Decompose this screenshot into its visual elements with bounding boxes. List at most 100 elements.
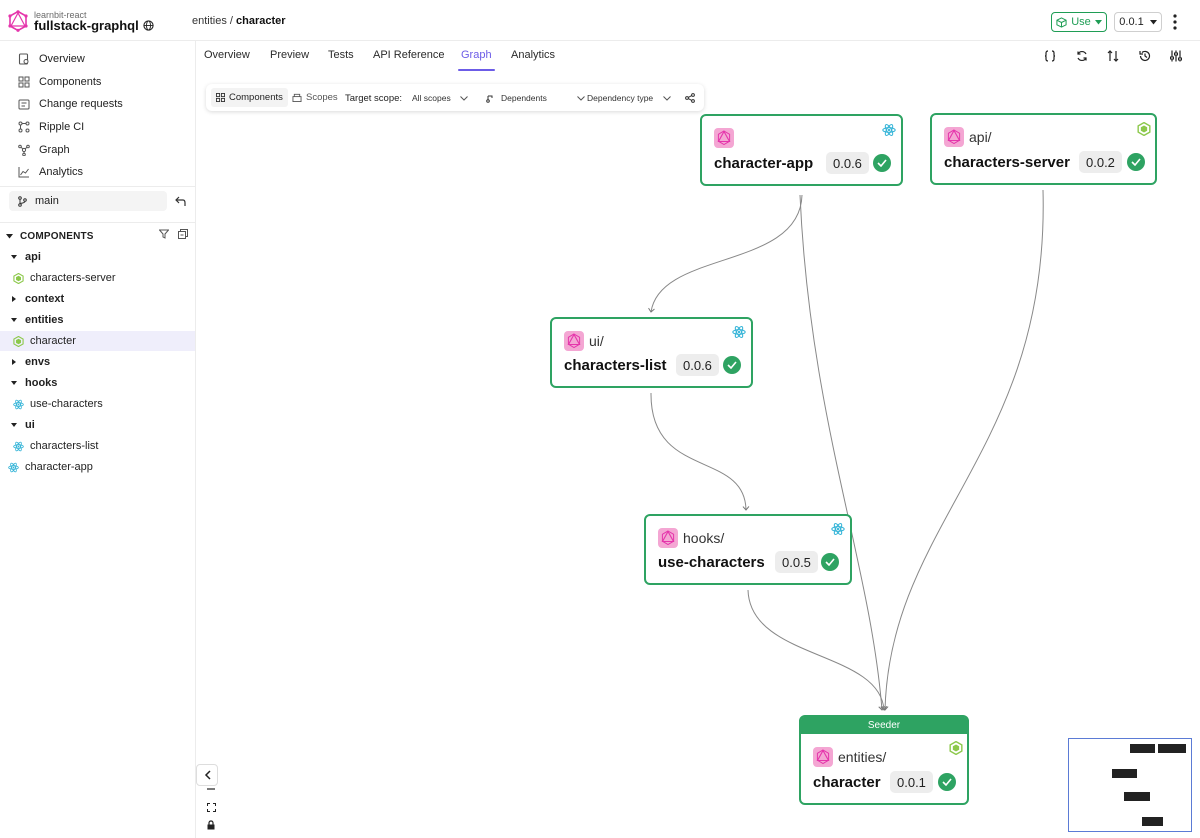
tree-folder-entities[interactable]: entities [0,310,195,330]
tree-folder-ui[interactable]: ui [0,415,195,435]
tree-item-character[interactable]: character [0,331,195,351]
tree-item-use-characters[interactable]: use-characters [0,394,195,414]
tab-overview[interactable]: Overview [204,49,250,61]
org-name[interactable]: learnbit-react [34,10,87,20]
node-character-app[interactable]: character-app 0.0.6 [700,114,903,186]
edge-app-to-list [648,194,803,313]
sidebar-item-overview[interactable]: Overview [18,49,85,69]
overview-icon [18,53,29,65]
sidebar-item-change-requests[interactable]: Change requests [18,94,123,114]
components-section-header[interactable]: COMPONENTS [6,229,190,243]
tab-api-reference[interactable]: API Reference [373,49,445,61]
use-button-label: Use [1071,16,1091,28]
target-scope-label: Target scope: [345,93,403,104]
tree-folder-envs[interactable]: envs [0,352,195,372]
scopes-icon [292,93,302,102]
node-use-characters[interactable]: hooks/ use-characters 0.0.5 [644,514,852,585]
tab-tests[interactable]: Tests [328,49,354,61]
react-icon [13,399,24,409]
check-icon [723,356,741,374]
sidebar: Overview Components Change requests Ripp… [0,41,196,838]
version-select[interactable]: 0.0.1 [1114,12,1162,32]
caret-down-icon [11,381,17,385]
zoom-out-button[interactable] [204,782,218,796]
settings-sliders-icon[interactable] [1169,49,1183,63]
collapse-sidebar-button[interactable] [196,764,218,786]
collapse-all-icon[interactable] [178,229,188,239]
tree-folder-hooks[interactable]: hooks [0,373,195,393]
code-braces-icon[interactable] [1043,49,1057,63]
graphql-logo-icon[interactable] [8,10,28,32]
chevron-down-icon [576,95,585,101]
node-version: 0.0.6 [826,152,869,174]
node-namespace: hooks/ [683,530,725,546]
compare-icon[interactable] [1106,49,1120,63]
tree-folder-api[interactable]: api [0,247,195,267]
caret-right-icon [12,359,16,365]
components-toggle[interactable]: Components [211,88,288,107]
component-tabs: Overview Preview Tests API Reference Gra… [197,41,1200,71]
react-icon [8,462,19,472]
sidebar-item-analytics[interactable]: Analytics [18,162,83,182]
node-name: characters-list [564,357,667,374]
check-icon [938,773,956,791]
tab-graph[interactable]: Graph [458,49,495,71]
tree-item-characters-server[interactable]: characters-server [0,268,195,288]
cube-icon [1056,16,1067,28]
caret-down-icon [6,233,13,238]
chevron-left-icon [204,770,211,780]
chevron-down-icon [663,95,672,101]
minus-icon [207,788,215,790]
tree-folder-label: ui [25,419,35,431]
tab-preview[interactable]: Preview [270,49,310,61]
graph-minimap[interactable] [1068,738,1192,832]
sidebar-item-ripple-ci[interactable]: Ripple CI [18,117,84,137]
tree-folder-label: entities [25,314,64,326]
sidebar-item-components[interactable]: Components [18,72,101,92]
check-icon [821,553,839,571]
tab-analytics[interactable]: Analytics [511,49,556,61]
scopes-toggle-label: Scopes [306,92,338,103]
all-scopes-dropdown[interactable]: All scopes [412,93,468,103]
tree-item-characters-list[interactable]: characters-list [0,436,195,456]
minimap-node [1130,744,1155,753]
components-icon [216,93,225,102]
more-options-icon[interactable] [1170,12,1180,32]
lock-icon [207,820,215,830]
lock-button[interactable] [204,818,218,832]
sidebar-item-label: Overview [39,53,85,65]
node-character[interactable]: Seeder entities/ character 0.0.1 [799,715,969,805]
refresh-icon[interactable] [1075,49,1089,63]
sidebar-item-graph[interactable]: Graph [18,140,70,160]
caret-down-icon [11,423,17,427]
history-icon[interactable] [1138,49,1152,63]
scope-name[interactable]: fullstack-graphql [34,18,154,33]
fit-view-button[interactable] [204,800,218,814]
undo-icon[interactable] [175,194,187,208]
node-name: character-app [714,155,814,172]
sidebar-divider [0,222,196,223]
components-section-title: COMPONENTS [20,230,94,242]
nodejs-icon [1137,122,1151,136]
tree-item-label: characters-list [30,440,99,452]
breadcrumb-path[interactable]: entities / [192,15,237,27]
graphql-icon [658,528,678,548]
scopes-toggle[interactable]: Scopes [287,88,343,107]
use-button[interactable]: Use [1051,12,1107,32]
top-header: learnbit-react fullstack-graphql entitie… [0,0,1200,41]
minimap-node [1142,817,1163,826]
node-characters-list[interactable]: ui/ characters-list 0.0.6 [550,317,753,388]
node-characters-server[interactable]: api/ characters-server 0.0.2 [930,113,1157,185]
seeder-badge: Seeder [801,717,967,734]
graph-layout-icon[interactable] [685,93,695,103]
node-namespace: entities/ [838,749,887,765]
tree-item-character-app[interactable]: character-app [0,457,195,477]
dependents-dropdown[interactable]: Dependents [486,93,585,103]
node-namespace: ui/ [589,333,604,349]
filter-icon[interactable] [159,229,169,239]
dependency-type-dropdown[interactable]: Dependency type [587,93,672,103]
tree-item-label: character-app [25,461,93,473]
node-version: 0.0.6 [676,354,719,376]
branch-selector[interactable]: main [9,191,167,211]
tree-folder-context[interactable]: context [0,289,195,309]
